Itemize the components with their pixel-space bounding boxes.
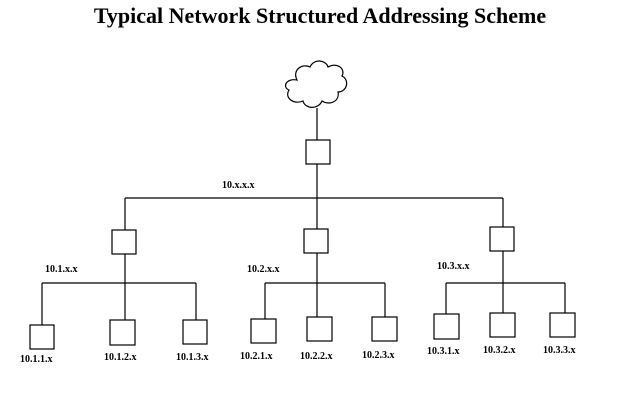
leaf-label-10-1-1: 10.1.1.x [20,354,53,365]
branch-router-3 [489,226,515,252]
leaf-10-1-1 [29,324,55,350]
leaf-label-10-1-3: 10.1.3.x [176,352,209,363]
leaf-label-10-2-3: 10.2.3.x [362,350,395,361]
leaf-10-3-1 [433,313,460,340]
leaf-10-3-3 [549,312,576,338]
leaf-label-10-2-1: 10.2.1.x [240,351,273,362]
leaf-10-2-3 [371,316,398,342]
leaf-label-10-1-2: 10.1.2.x [104,352,137,363]
leaf-label-10-3-2: 10.3.2.x [483,345,516,356]
branch-3-label: 10.3.x.x [437,261,470,272]
leaf-10-1-3 [182,319,208,345]
leaf-10-3-2 [489,312,516,338]
leaf-label-10-3-3: 10.3.3.x [543,345,576,356]
branch-2-label: 10.2.x.x [247,264,280,275]
leaf-label-10-3-1: 10.3.1.x [427,346,460,357]
cloud-icon [284,60,348,108]
branch-1-label: 10.1.x.x [45,264,78,275]
leaf-label-10-2-2: 10.2.2.x [300,351,333,362]
branch-router-1 [111,229,137,255]
core-label: 10.x.x.x [222,180,255,191]
leaf-10-2-2 [306,316,333,342]
core-router [305,139,331,165]
leaf-10-2-1 [250,318,277,344]
page-title: Typical Network Structured Addressing Sc… [93,3,547,28]
branch-router-2 [303,228,329,254]
leaf-10-1-2 [109,319,136,346]
